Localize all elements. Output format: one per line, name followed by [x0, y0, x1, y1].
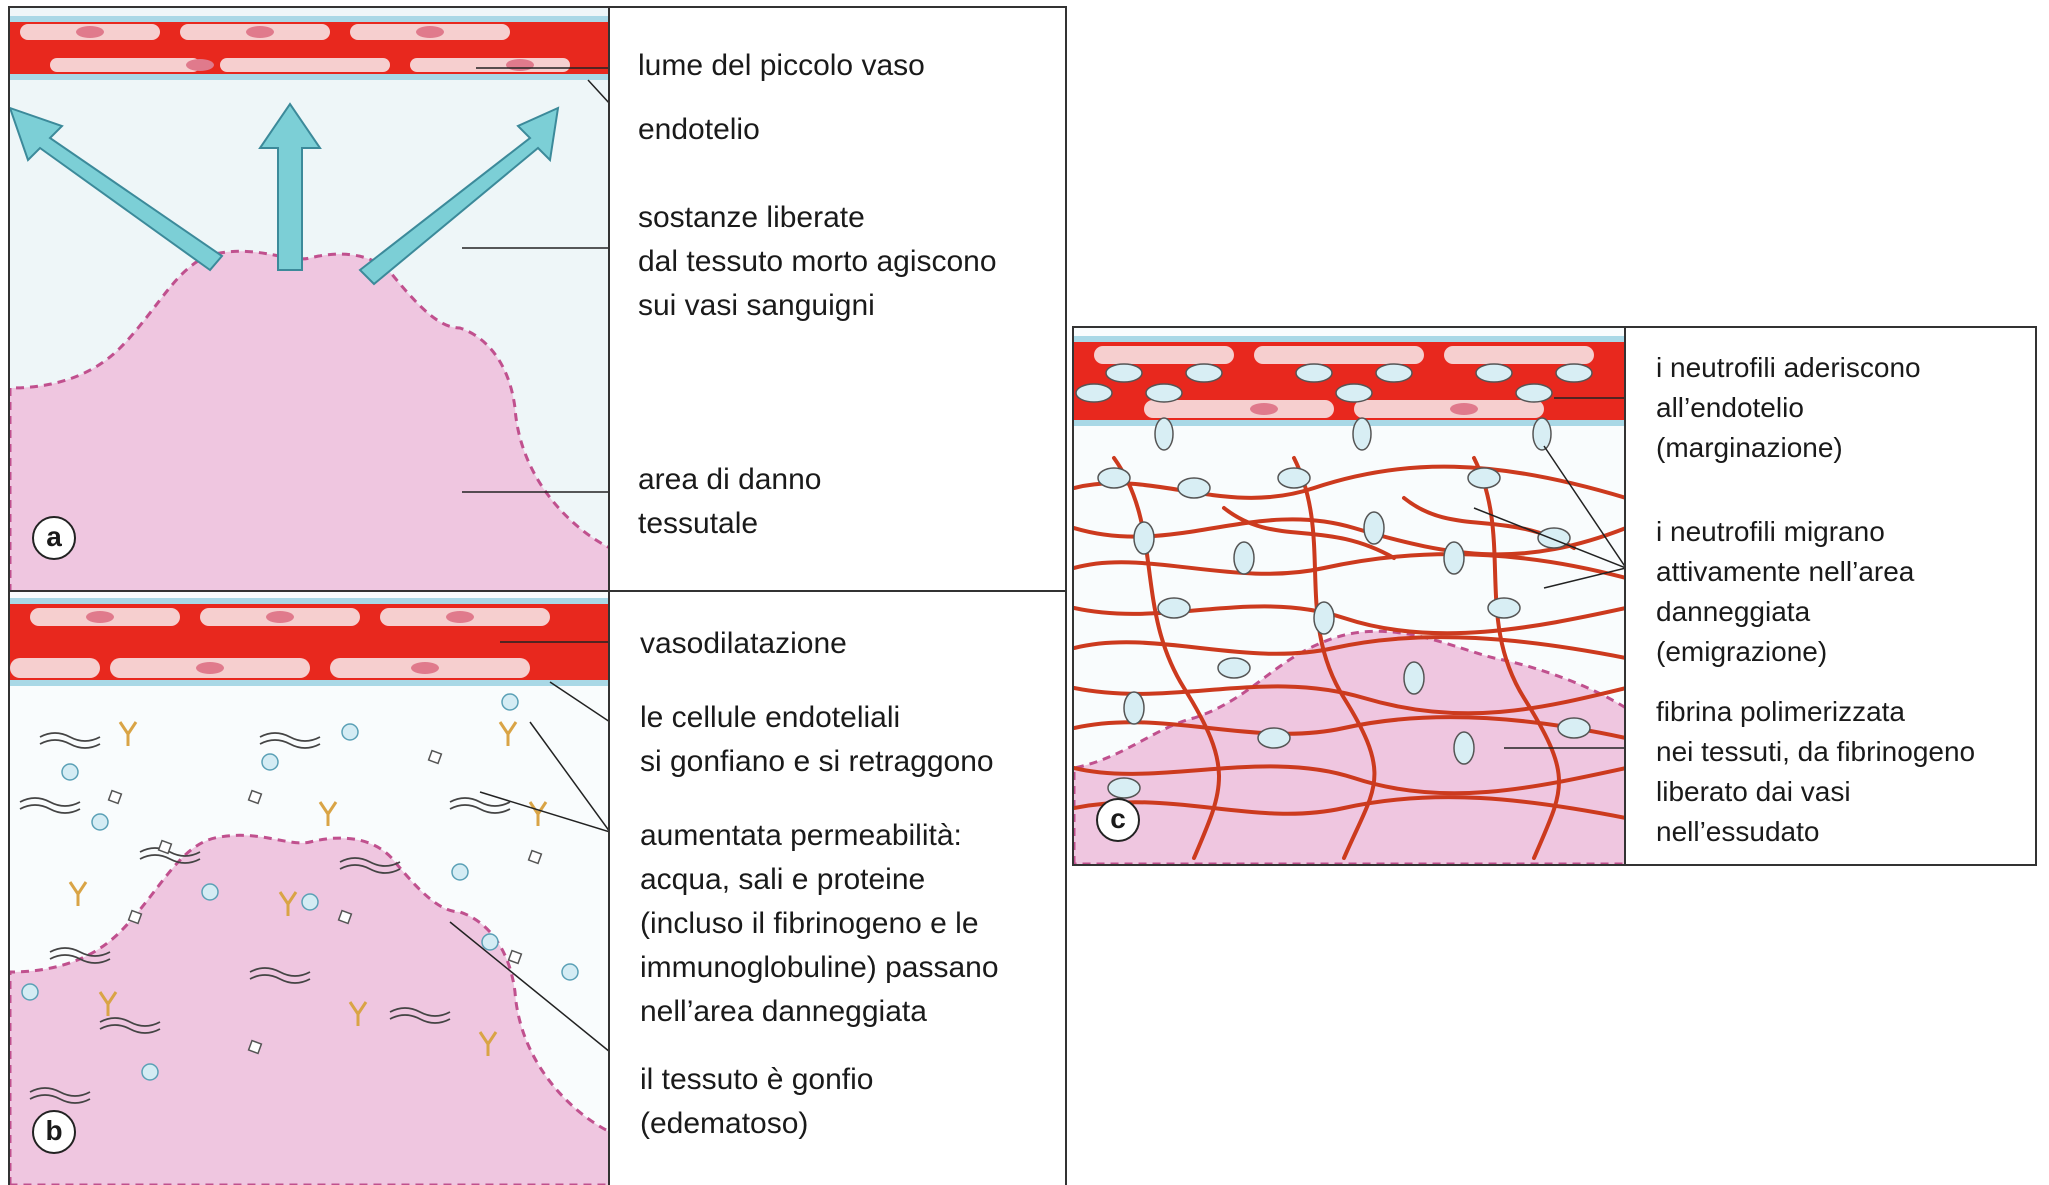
label-edema: il tessuto è gonfio (edematoso)	[640, 1058, 873, 1146]
label-endothelial-cells: le cellule endoteliali si gonfiano e si …	[640, 696, 994, 784]
vessel-c	[1074, 336, 1626, 426]
label-margination: i neutrofili aderiscono all’endotelio (m…	[1656, 348, 1921, 468]
panel-b-divider	[608, 592, 610, 1185]
panel-c-illustration	[1074, 328, 1626, 864]
panel-a-divider	[608, 8, 610, 592]
badge-b: b	[32, 1110, 76, 1154]
label-substances: sostanze liberate dal tessuto morto agis…	[638, 196, 997, 328]
panel-a-illustration	[10, 8, 610, 592]
label-lumen: lume del piccolo vaso	[638, 44, 925, 88]
panel-c-divider	[1624, 328, 1626, 864]
panel-b-illustration	[10, 592, 610, 1185]
label-endothelium: endotelio	[638, 108, 760, 152]
label-emigration: i neutrofili migrano attivamente nell’ar…	[1656, 512, 1914, 672]
label-fibrin: fibrina polimerizzata nei tessuti, da fi…	[1656, 692, 1975, 852]
badge-c: c	[1096, 798, 1140, 842]
panel-b: vasodilatazione le cellule endoteliali s…	[8, 590, 1067, 1185]
label-damage-area: area di danno tessutale	[638, 458, 822, 546]
label-vasodilation: vasodilatazione	[640, 622, 847, 666]
panel-c: i neutrofili aderiscono all’endotelio (m…	[1072, 326, 2037, 866]
badge-a: a	[32, 516, 76, 560]
blood-vessel	[10, 16, 610, 80]
label-increased-permeability: aumentata permeabilità: acqua, sali e pr…	[640, 814, 999, 1034]
panel-a: lume del piccolo vaso endotelio sostanze…	[8, 6, 1067, 592]
